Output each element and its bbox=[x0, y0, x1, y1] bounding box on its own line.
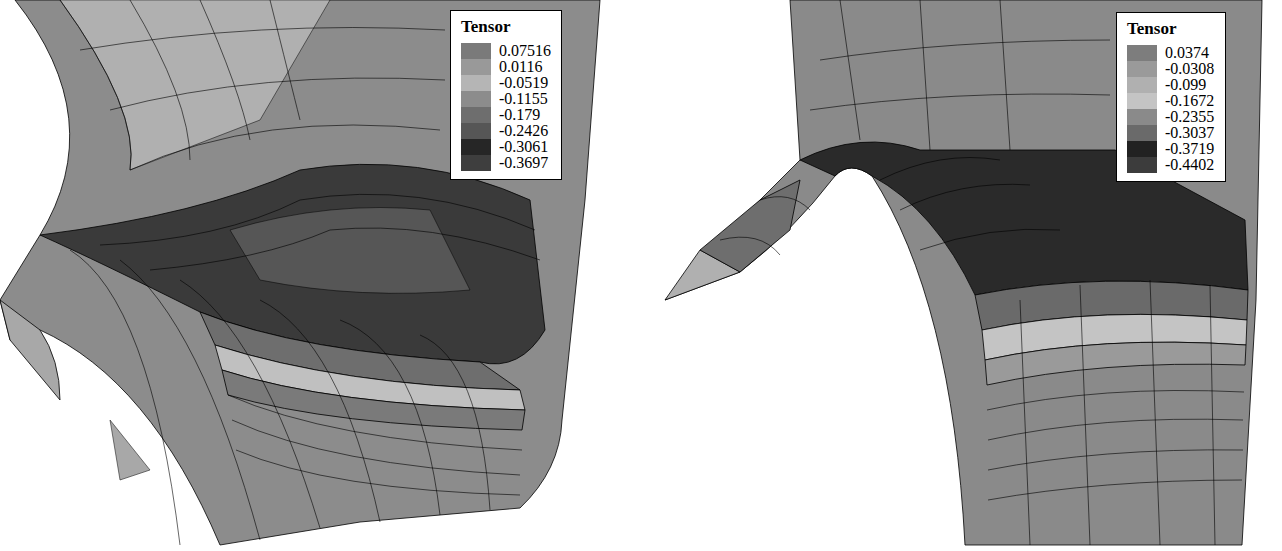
legend-title: Tensor bbox=[1127, 19, 1215, 39]
legend-value: -0.3719 bbox=[1165, 141, 1214, 157]
legend-swatch bbox=[461, 139, 491, 155]
legend-swatch bbox=[1127, 157, 1157, 173]
legend-swatch bbox=[461, 155, 491, 171]
legend-value: -0.3061 bbox=[499, 139, 548, 155]
legend-row: -0.1672 bbox=[1127, 93, 1215, 109]
legend-value: 0.0116 bbox=[499, 59, 542, 75]
legend-swatch bbox=[1127, 45, 1157, 61]
legend-value: -0.2355 bbox=[1165, 109, 1214, 125]
legend-value: -0.0308 bbox=[1165, 61, 1214, 77]
legend-swatch bbox=[1127, 93, 1157, 109]
legend-value: -0.1672 bbox=[1165, 93, 1214, 109]
legend-value: -0.1155 bbox=[499, 91, 548, 107]
legend-box-right: Tensor0.0374-0.0308-0.099-0.1672-0.2355-… bbox=[1116, 12, 1226, 182]
legend-row: 0.0374 bbox=[1127, 45, 1215, 61]
legend-row: -0.0308 bbox=[1127, 61, 1215, 77]
legend-row: -0.3061 bbox=[461, 139, 551, 155]
legend-swatch bbox=[461, 75, 491, 91]
legend-title: Tensor bbox=[461, 17, 551, 37]
legend-value: -0.099 bbox=[1165, 77, 1206, 93]
legend-row: -0.0519 bbox=[461, 75, 551, 91]
legend-swatch bbox=[1127, 61, 1157, 77]
legend-row: 0.07516 bbox=[461, 43, 551, 59]
right-mesh bbox=[665, 0, 1262, 545]
legend-swatch bbox=[1127, 141, 1157, 157]
legend-row: -0.099 bbox=[1127, 77, 1215, 93]
legend-row: -0.179 bbox=[461, 107, 551, 123]
left-mesh bbox=[0, 0, 600, 545]
legend-value: -0.179 bbox=[499, 107, 540, 123]
legend-row: -0.2355 bbox=[1127, 109, 1215, 125]
legend-row: -0.1155 bbox=[461, 91, 551, 107]
legend-row: -0.3697 bbox=[461, 155, 551, 171]
legend-swatch bbox=[1127, 125, 1157, 141]
legend-row: -0.3719 bbox=[1127, 141, 1215, 157]
legend-value: -0.3037 bbox=[1165, 125, 1214, 141]
legend-value: -0.4402 bbox=[1165, 157, 1214, 173]
legend-value: 0.0374 bbox=[1165, 45, 1209, 61]
legend-row: -0.2426 bbox=[461, 123, 551, 139]
legend-swatch bbox=[1127, 109, 1157, 125]
legend-box-left: Tensor0.075160.0116-0.0519-0.1155-0.179-… bbox=[450, 10, 562, 180]
legend-row: 0.0116 bbox=[461, 59, 551, 75]
legend-row: -0.3037 bbox=[1127, 125, 1215, 141]
legend-value: 0.07516 bbox=[499, 43, 551, 59]
legend-value: -0.3697 bbox=[499, 155, 548, 171]
legend-value: -0.2426 bbox=[499, 123, 548, 139]
legend-swatch bbox=[461, 59, 491, 75]
legend-swatch bbox=[461, 123, 491, 139]
legend-swatch bbox=[461, 43, 491, 59]
legend-swatch bbox=[461, 107, 491, 123]
legend-row: -0.4402 bbox=[1127, 157, 1215, 173]
legend-swatch bbox=[1127, 77, 1157, 93]
legend-swatch bbox=[461, 91, 491, 107]
legend-value: -0.0519 bbox=[499, 75, 548, 91]
